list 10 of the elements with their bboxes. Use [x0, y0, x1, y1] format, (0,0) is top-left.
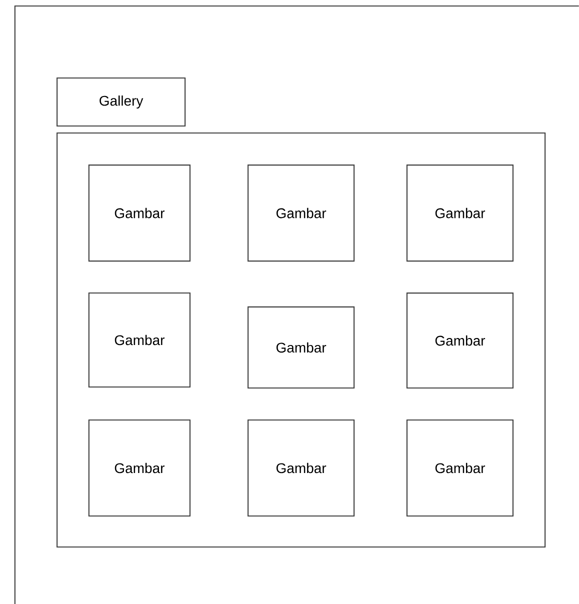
image-placeholder-box: Gambar: [88, 419, 191, 517]
image-placeholder-box: Gambar: [248, 306, 355, 389]
image-placeholder-box: Gambar: [406, 164, 514, 262]
image-placeholder-box: Gambar: [406, 292, 514, 389]
gallery-label-box: Gallery: [56, 77, 186, 127]
image-placeholder-box: Gambar: [406, 419, 514, 517]
image-placeholder-box: Gambar: [88, 164, 191, 262]
image-placeholder-box: Gambar: [248, 419, 355, 517]
image-placeholder-box: Gambar: [248, 164, 355, 262]
image-placeholder-box: Gambar: [88, 292, 191, 388]
